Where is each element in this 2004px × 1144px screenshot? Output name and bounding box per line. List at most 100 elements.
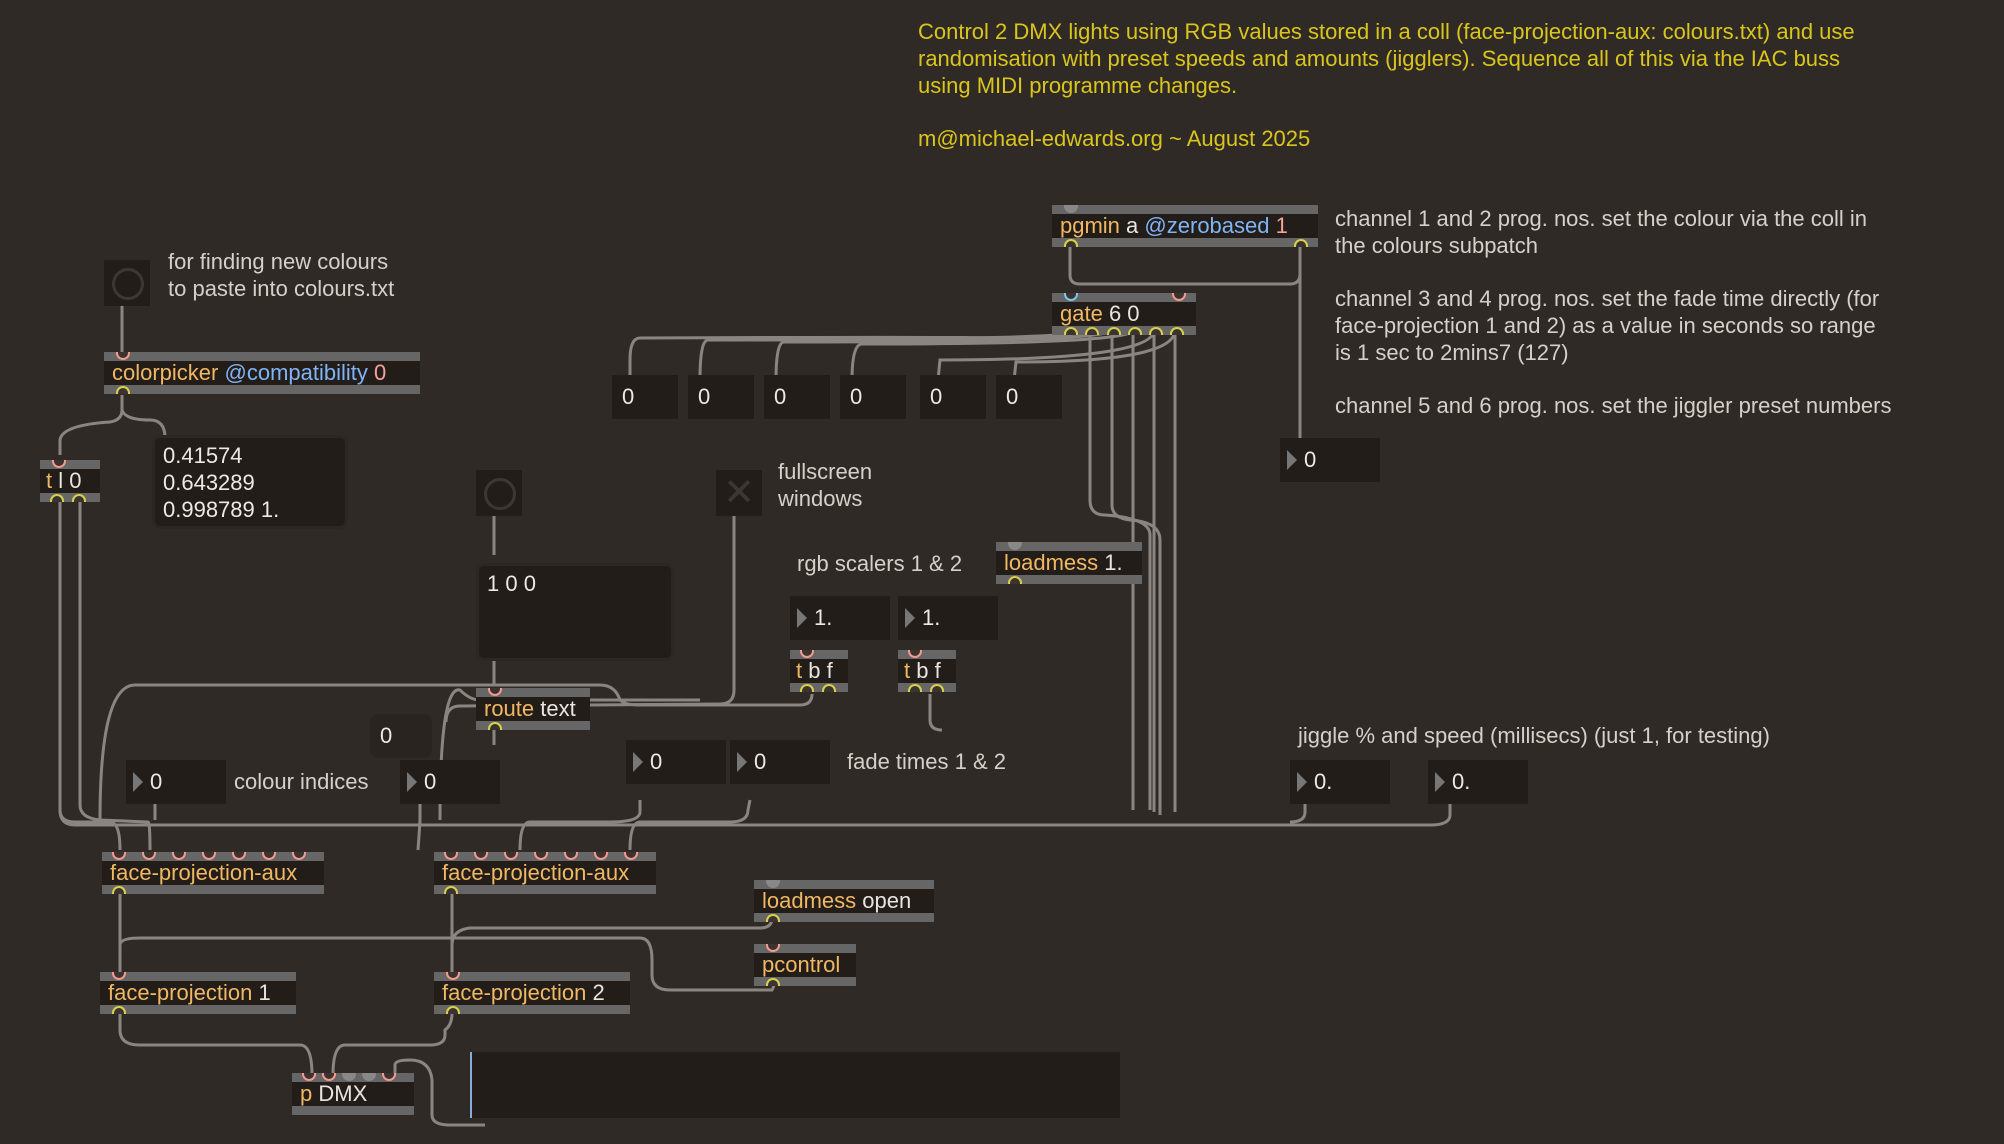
outlet[interactable] [446, 1006, 460, 1014]
outlet[interactable] [822, 684, 836, 692]
loadmess-scalers-object[interactable]: loadmess 1. [996, 542, 1142, 584]
inlet[interactable] [1008, 542, 1022, 550]
outlet[interactable] [1064, 327, 1078, 335]
inlet[interactable] [112, 852, 126, 860]
gate-output-number[interactable]: 0 [920, 375, 986, 419]
route-message-box[interactable]: 1 0 0 [476, 563, 674, 661]
bang-button[interactable] [104, 260, 150, 306]
gate-object[interactable]: gate 6 0 [1052, 293, 1196, 335]
outlet[interactable] [1149, 327, 1163, 335]
rgb-scaler-1-box[interactable]: 1. [790, 596, 890, 640]
outlet[interactable] [930, 684, 944, 692]
inlet[interactable] [262, 852, 276, 860]
object-class: p [300, 1081, 313, 1106]
outlet[interactable] [1294, 239, 1308, 247]
outlet[interactable] [50, 494, 64, 502]
pcontrol-object[interactable]: pcontrol [754, 944, 856, 986]
inlet[interactable] [302, 1073, 316, 1081]
bang-button-route[interactable] [476, 470, 522, 516]
fullscreen-toggle[interactable]: ✕ [716, 470, 762, 516]
inlet[interactable] [116, 352, 130, 360]
inlet[interactable] [52, 460, 66, 468]
outlet[interactable] [908, 684, 922, 692]
outlet[interactable] [1107, 327, 1121, 335]
outlet[interactable] [116, 386, 130, 394]
trigger-bf-1-object[interactable]: t b f [790, 650, 848, 692]
inlet[interactable] [908, 650, 922, 658]
gate-output-number[interactable]: 0 [764, 375, 830, 419]
colour-index-1-box[interactable]: 0 [126, 760, 226, 804]
number-value: 0 [424, 769, 437, 794]
jiggle-percent-box[interactable]: 0. [1290, 760, 1390, 804]
inlet[interactable] [624, 852, 638, 860]
object-class: face-projection-aux [110, 860, 298, 885]
outlet[interactable] [800, 684, 814, 692]
inlet[interactable] [172, 852, 186, 860]
pgm-number-box[interactable]: 0 [1280, 438, 1380, 482]
inlet[interactable] [504, 852, 518, 860]
fade-time-2-box[interactable]: 0 [730, 740, 830, 784]
outlet[interactable] [112, 886, 126, 894]
outlet[interactable] [72, 494, 86, 502]
outlet[interactable] [112, 1006, 126, 1014]
face-projection-2-object[interactable]: face-projection 2 [434, 972, 630, 1014]
outlet[interactable] [766, 978, 780, 986]
face-projection-aux-2-object[interactable]: face-projection-aux [434, 852, 656, 894]
gate-output-number[interactable]: 0 [688, 375, 754, 419]
inlet[interactable] [474, 852, 488, 860]
outlet[interactable] [1085, 327, 1099, 335]
inlet[interactable] [142, 852, 156, 860]
colour-values-message[interactable]: 0.41574 0.643289 0.998789 1. [152, 435, 348, 529]
colorpicker-object[interactable]: colorpicker @compatibility 0 [104, 352, 420, 394]
face-projection-1-object[interactable]: face-projection 1 [100, 972, 296, 1014]
jiggle-speed-box[interactable]: 0. [1428, 760, 1528, 804]
object-class: loadmess [1004, 550, 1099, 575]
inlet[interactable] [342, 1073, 356, 1081]
rgb-scaler-2-box[interactable]: 1. [898, 596, 998, 640]
inlet[interactable] [1172, 293, 1186, 301]
inlet[interactable] [292, 852, 306, 860]
inlet[interactable] [444, 852, 458, 860]
outlet[interactable] [1128, 327, 1142, 335]
gate-output-number[interactable]: 0 [840, 375, 906, 419]
loadmess-open-object[interactable]: loadmess open [754, 880, 934, 922]
outlet[interactable] [766, 914, 780, 922]
inlet[interactable] [766, 944, 780, 952]
gate-output-number[interactable]: 0 [996, 375, 1062, 419]
inlet[interactable] [382, 1073, 396, 1081]
text-console[interactable] [470, 1052, 1120, 1118]
inlet[interactable] [488, 688, 502, 696]
route-object[interactable]: route text [476, 688, 590, 730]
inlet[interactable] [446, 972, 460, 980]
inlet[interactable] [1064, 205, 1078, 213]
object-class: colorpicker [112, 360, 219, 385]
outlet[interactable] [444, 886, 458, 894]
colour-index-2-box[interactable]: 0 [400, 760, 500, 804]
inlet[interactable] [564, 852, 578, 860]
inlet[interactable] [362, 1073, 376, 1081]
inlet[interactable] [1064, 293, 1078, 301]
outlet[interactable] [1170, 327, 1184, 335]
trigger-bf-2-object[interactable]: t b f [898, 650, 956, 692]
gate-output-number[interactable]: 0 [612, 375, 678, 419]
inlet[interactable] [232, 852, 246, 860]
small-int-box[interactable]: 0 [370, 714, 432, 758]
author-credit: m@michael-edwards.org ~ August 2025 [918, 126, 1311, 151]
outlet[interactable] [488, 722, 502, 730]
fade-time-1-box[interactable]: 0 [626, 740, 726, 784]
inlet[interactable] [766, 880, 780, 888]
inlet[interactable] [800, 650, 814, 658]
trigger-l0-object[interactable]: t l 0 [40, 460, 100, 502]
pgmin-object[interactable]: pgmin a @zerobased 1 [1052, 205, 1318, 247]
comment-finding-colours: for finding new colours to paste into co… [168, 249, 395, 301]
inlet[interactable] [322, 1073, 336, 1081]
p-dmx-subpatch[interactable]: p DMX [292, 1073, 414, 1115]
bang-circle-icon [112, 268, 144, 300]
inlet[interactable] [202, 852, 216, 860]
outlet[interactable] [1008, 576, 1022, 584]
inlet[interactable] [534, 852, 548, 860]
face-projection-aux-1-object[interactable]: face-projection-aux [102, 852, 324, 894]
inlet[interactable] [112, 972, 126, 980]
inlet[interactable] [594, 852, 608, 860]
outlet[interactable] [1064, 239, 1078, 247]
